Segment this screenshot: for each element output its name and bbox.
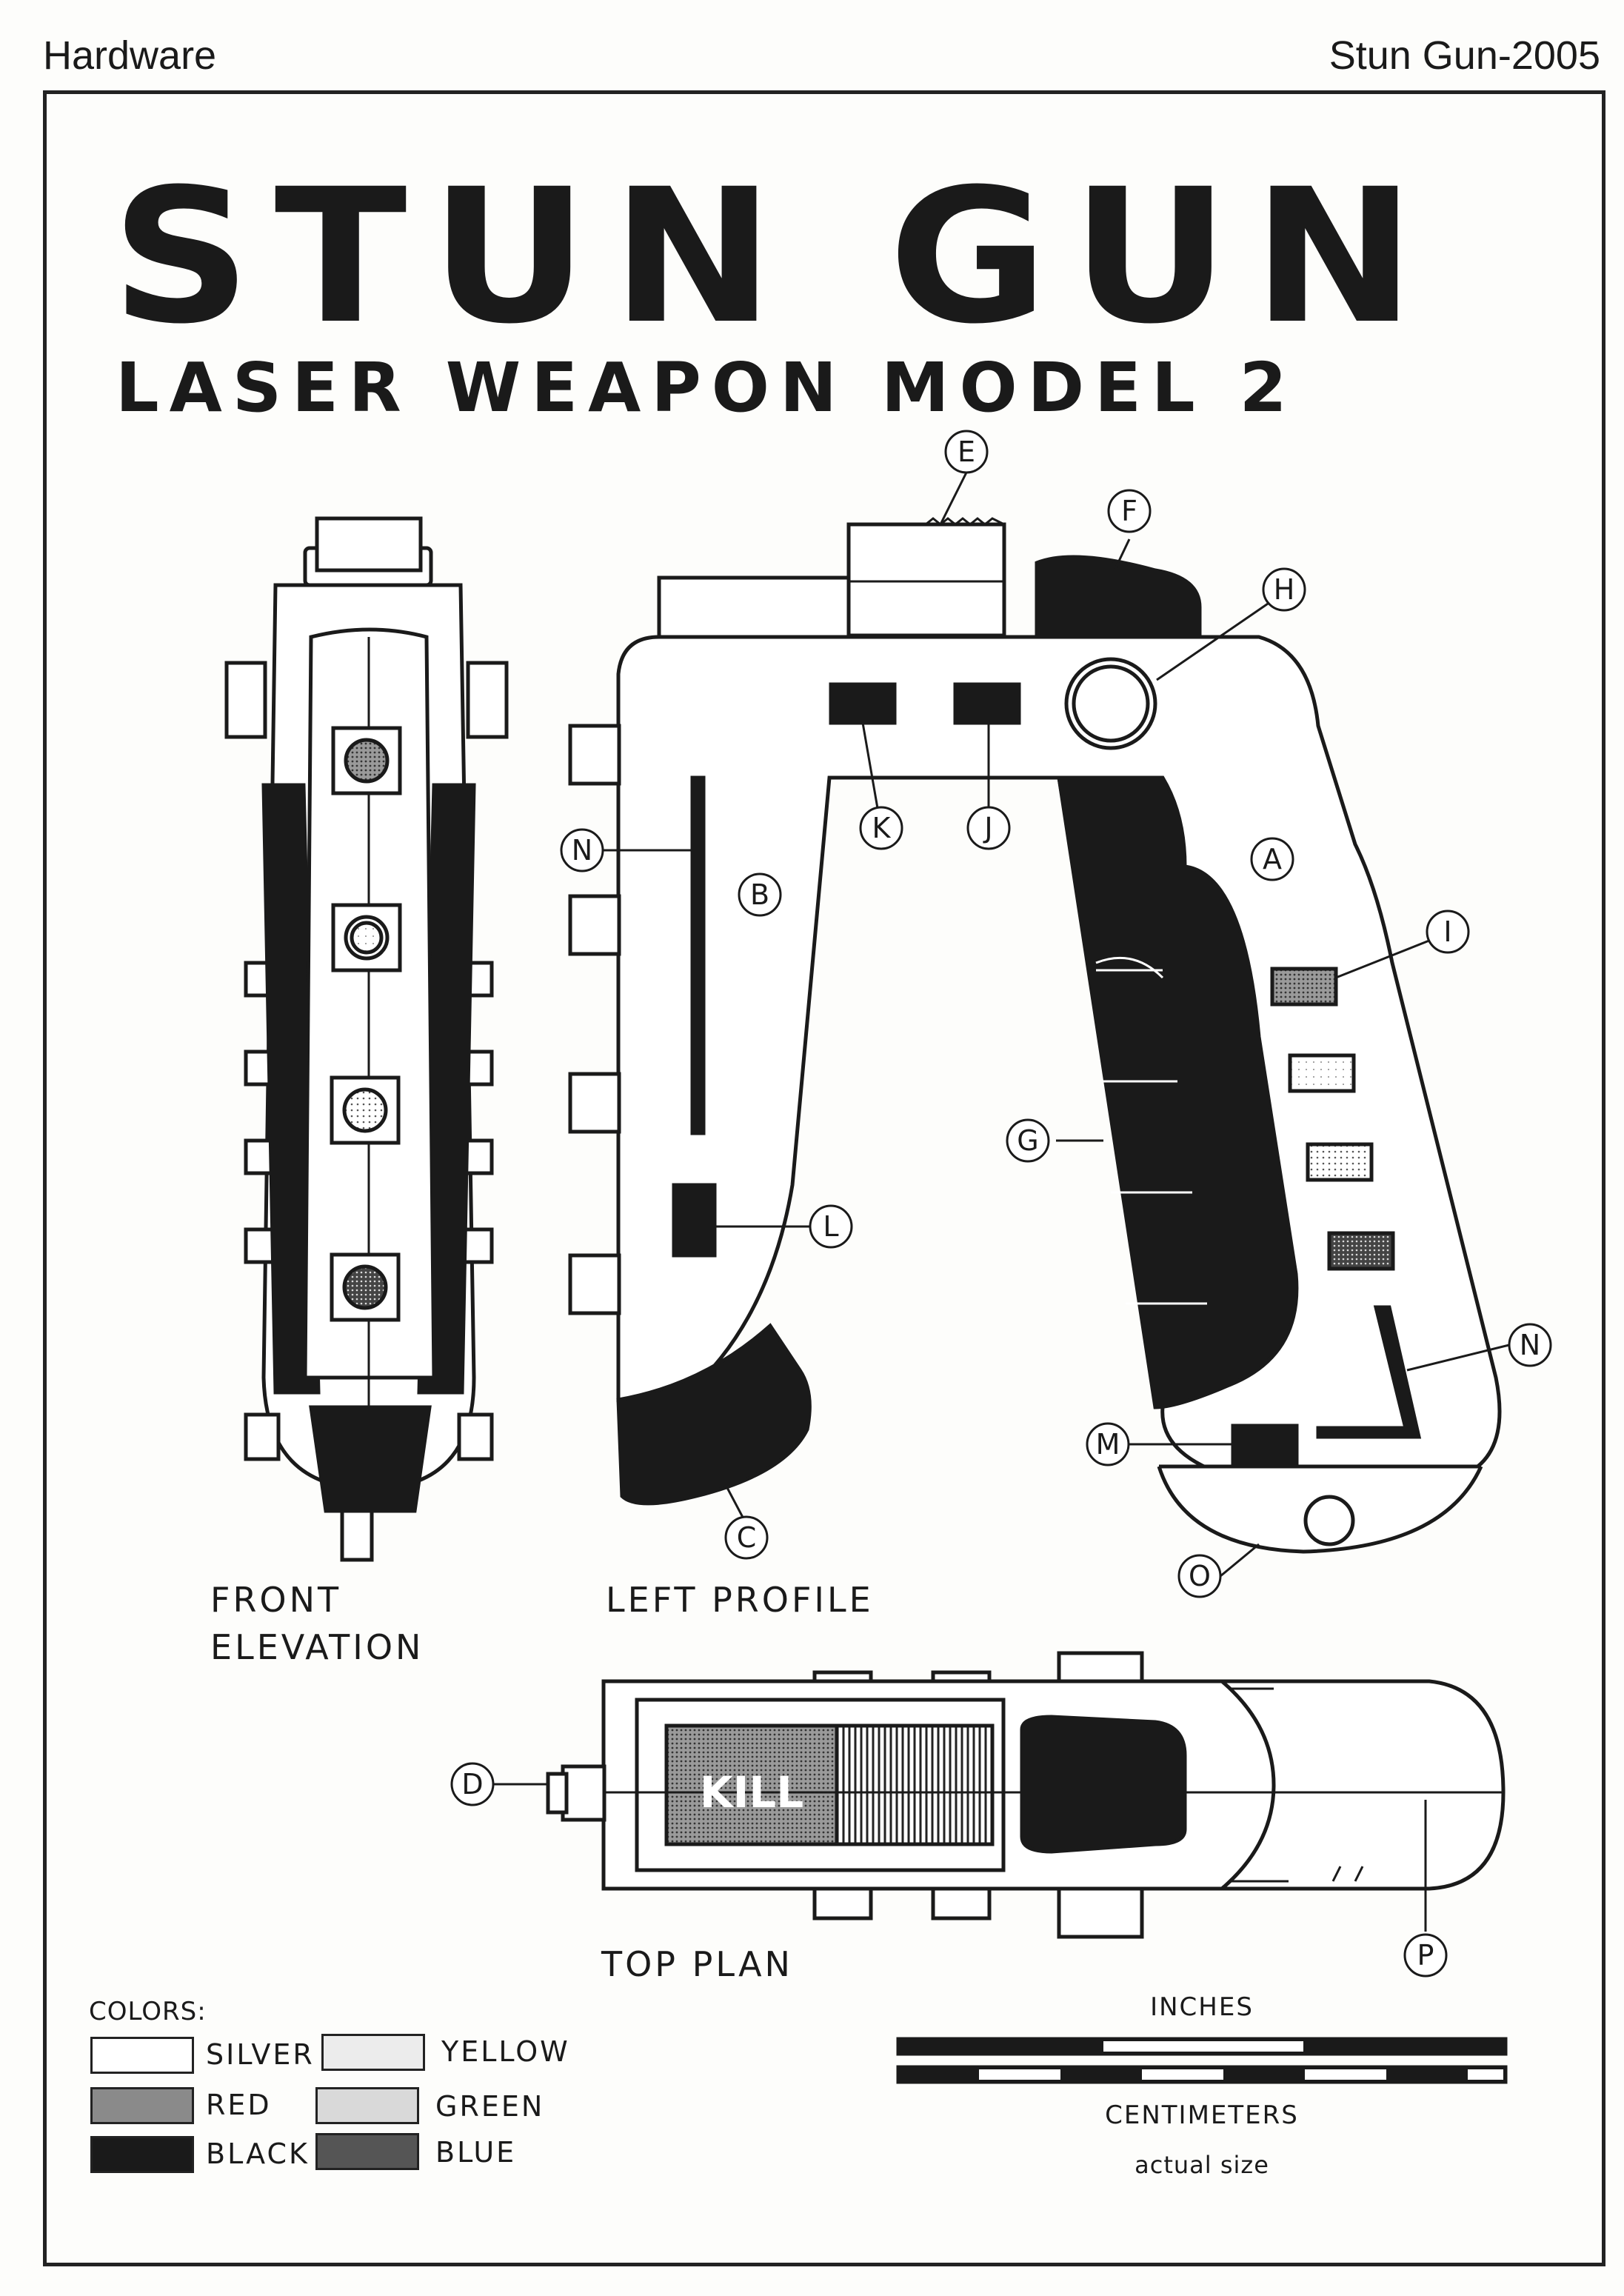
svg-text:I: I — [1443, 915, 1451, 948]
callout-A: A — [1250, 837, 1294, 881]
legend-swatch-blue — [315, 2133, 419, 2170]
top-plan-view — [546, 1651, 1506, 1939]
page-subtitle: LASER WEAPON MODEL 2 — [116, 348, 1297, 427]
callout-K: K — [859, 806, 903, 850]
scale-bar — [896, 2037, 1508, 2084]
legend-label-green: GREEN — [435, 2090, 545, 2123]
legend-label-silver: SILVER — [206, 2038, 315, 2071]
drawing-frame — [43, 90, 1605, 2266]
callout-O: O — [1177, 1554, 1222, 1598]
view-label-front: FRONT ELEVATION — [210, 1580, 424, 1668]
left-profile-view — [568, 517, 1502, 1554]
callout-B: B — [738, 872, 782, 917]
legend-label-blue: BLUE — [435, 2136, 517, 2169]
callout-M: M — [1086, 1422, 1130, 1466]
svg-text:D: D — [461, 1768, 483, 1801]
front-elevation-view — [224, 516, 509, 1562]
legend-swatch-silver — [90, 2037, 194, 2074]
svg-text:K: K — [872, 812, 892, 844]
svg-text:C: C — [737, 1521, 757, 1554]
view-label-left-profile: LEFT PROFILE — [606, 1580, 874, 1620]
svg-text:H: H — [1274, 573, 1295, 606]
svg-text:A: A — [1263, 843, 1282, 875]
svg-text:G: G — [1017, 1124, 1038, 1157]
scale-label-centimeters: CENTIMETERS — [1105, 2100, 1299, 2130]
svg-text:M: M — [1096, 1428, 1120, 1461]
svg-text:E: E — [958, 435, 975, 468]
legend-swatch-red — [90, 2087, 194, 2124]
callout-J: J — [966, 806, 1011, 850]
svg-text:J: J — [983, 812, 992, 844]
svg-text:O: O — [1189, 1560, 1211, 1592]
scale-note: actual size — [1135, 2151, 1269, 2179]
legend-label-black: BLACK — [206, 2138, 310, 2170]
legend-swatch-yellow — [321, 2034, 425, 2071]
callout-G: G — [1006, 1118, 1050, 1163]
legend-label-yellow: YELLOW — [441, 2035, 570, 2068]
legend-swatch-black — [90, 2136, 194, 2173]
page-header-section: Hardware — [43, 33, 217, 78]
legend-title: COLORS: — [89, 1997, 207, 2026]
legend-label-red: RED — [206, 2089, 272, 2121]
svg-text:P: P — [1417, 1939, 1434, 1972]
kill-switch-label: KILL — [700, 1767, 803, 1818]
svg-text:L: L — [823, 1210, 838, 1243]
callout-C: C — [724, 1515, 769, 1560]
callout-L: L — [809, 1204, 853, 1249]
callout-N-right: N — [1508, 1323, 1552, 1367]
page-title: STUN GUN — [111, 149, 1439, 364]
scale-label-inches: INCHES — [1150, 1992, 1254, 2022]
callouts: E F H N B K J A I G L N M C O D P — [450, 430, 1552, 1978]
callout-N-left: N — [560, 828, 604, 872]
legend-swatch-green — [315, 2087, 419, 2124]
view-label-top-plan: TOP PLAN — [601, 1944, 793, 1984]
svg-text:F: F — [1121, 495, 1137, 527]
callout-H: H — [1262, 567, 1306, 612]
page-header-document: Stun Gun-2005 — [1329, 33, 1600, 78]
svg-text:N: N — [572, 834, 592, 867]
callout-E: E — [944, 430, 989, 474]
callout-F: F — [1107, 489, 1152, 533]
callout-P: P — [1403, 1933, 1448, 1978]
callout-D: D — [450, 1762, 495, 1806]
callout-I: I — [1426, 910, 1470, 954]
svg-text:B: B — [750, 878, 769, 911]
svg-text:N: N — [1520, 1329, 1540, 1361]
